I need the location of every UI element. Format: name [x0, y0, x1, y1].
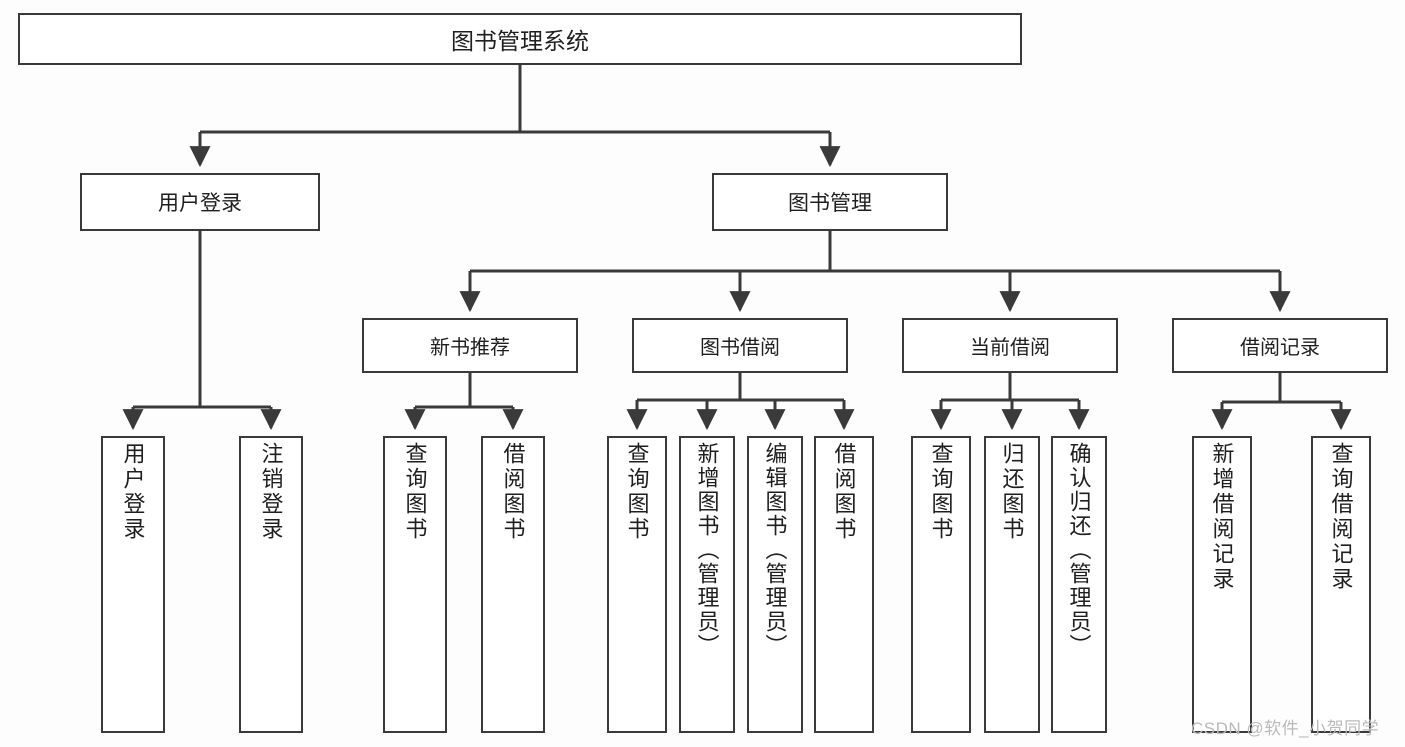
leaf-borrow-book-rec[interactable]: 借阅图书 [481, 436, 545, 733]
leaf-confirm-return-admin-label: 确认归还（管理员） [1066, 442, 1092, 658]
node-new-book-recommend[interactable]: 新书推荐 [362, 318, 578, 373]
node-borrow-record[interactable]: 借阅记录 [1172, 318, 1388, 373]
node-book-management[interactable]: 图书管理 [712, 173, 948, 231]
node-root-label: 图书管理系统 [451, 28, 589, 54]
node-current-borrow[interactable]: 当前借阅 [902, 318, 1118, 373]
leaf-borrow-book-rec-label: 借阅图书 [500, 442, 526, 542]
node-book-borrow[interactable]: 图书借阅 [632, 318, 848, 373]
leaf-return-book[interactable]: 归还图书 [984, 436, 1040, 733]
node-borrow-record-label: 借阅记录 [1240, 337, 1320, 359]
leaf-borrow-book[interactable]: 借阅图书 [814, 436, 874, 733]
leaf-add-book-admin[interactable]: 新增图书（管理员） [679, 436, 735, 733]
node-current-borrow-label: 当前借阅 [970, 337, 1050, 359]
node-book-management-label: 图书管理 [788, 192, 872, 215]
leaf-borrow-book-label: 借阅图书 [831, 442, 857, 542]
leaf-confirm-return-admin[interactable]: 确认归还（管理员） [1051, 436, 1107, 733]
leaf-logout[interactable]: 注销登录 [239, 436, 303, 733]
leaf-add-book-admin-label: 新增图书（管理员） [694, 442, 720, 658]
leaf-return-book-label: 归还图书 [999, 442, 1025, 542]
csdn-watermark: CSDN @软件_小贺同学 [1191, 719, 1380, 738]
leaf-edit-book-admin[interactable]: 编辑图书（管理员） [747, 436, 803, 733]
leaf-query-book-rec-label: 查询图书 [402, 442, 428, 542]
leaf-query-borrow-record-label: 查询借阅记录 [1328, 442, 1354, 592]
leaf-user-login-label: 用户登录 [120, 442, 146, 542]
leaf-query-book-rec[interactable]: 查询图书 [383, 436, 447, 733]
leaf-user-login[interactable]: 用户登录 [101, 436, 165, 733]
leaf-logout-label: 注销登录 [258, 442, 284, 542]
leaf-edit-book-admin-label: 编辑图书（管理员） [762, 442, 788, 658]
node-user-login-label: 用户登录 [158, 192, 242, 215]
leaf-query-book-borrow-label: 查询图书 [624, 442, 650, 542]
leaf-add-borrow-record[interactable]: 新增借阅记录 [1192, 436, 1252, 733]
leaf-query-book-current[interactable]: 查询图书 [911, 436, 971, 733]
node-root[interactable]: 图书管理系统 [18, 13, 1022, 65]
leaf-query-book-borrow[interactable]: 查询图书 [607, 436, 667, 733]
node-book-borrow-label: 图书借阅 [700, 337, 780, 359]
leaf-query-book-current-label: 查询图书 [928, 442, 954, 542]
leaf-add-borrow-record-label: 新增借阅记录 [1209, 442, 1235, 592]
leaf-query-borrow-record[interactable]: 查询借阅记录 [1311, 436, 1371, 733]
node-new-book-recommend-label: 新书推荐 [430, 337, 510, 359]
node-user-login[interactable]: 用户登录 [80, 173, 320, 231]
